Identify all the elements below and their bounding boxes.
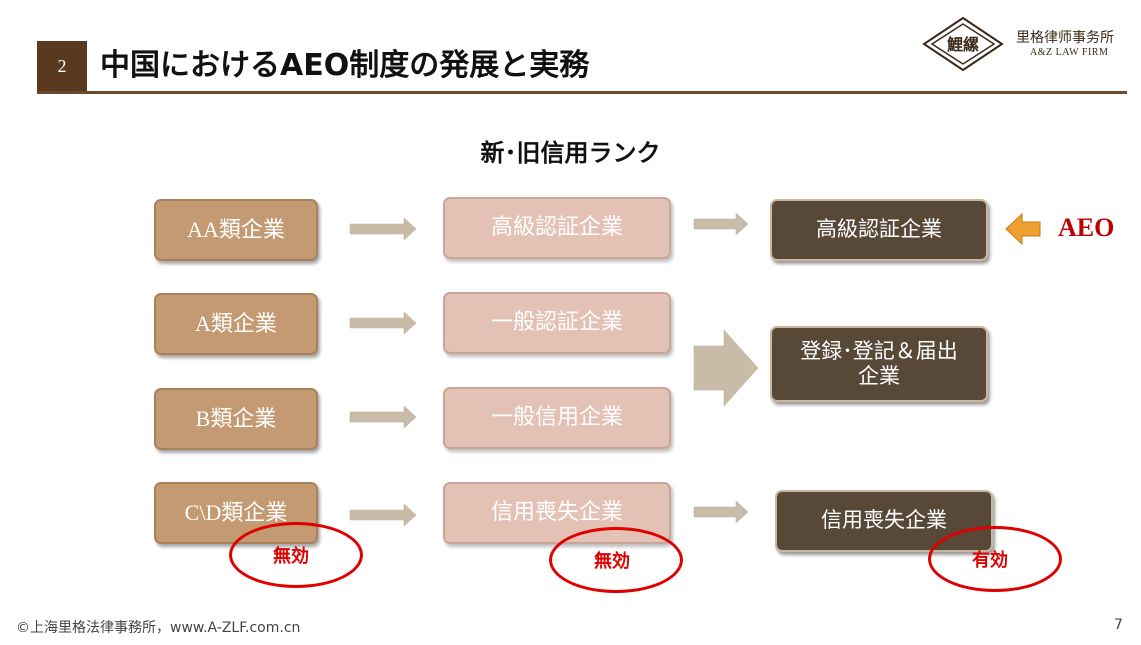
old-rank-a-box: A類企業 [154, 293, 318, 355]
aeo-label: AEO [1058, 213, 1115, 242]
arrow-right-icon [349, 503, 417, 527]
status-ellipse [549, 527, 683, 593]
arrow-right-icon [349, 405, 417, 429]
firm-name-cn: 里格律师事务所 [1016, 31, 1114, 46]
old-rank-aa-box: AA類企業 [154, 199, 318, 261]
new-rank-registered-box: 登録･登記＆届出企業 [770, 326, 988, 402]
firm-name-en: A&Z LAW FIRM [1030, 47, 1109, 58]
page-number: 7 [1114, 617, 1123, 633]
merge-arrow-icon [693, 329, 759, 407]
logo-mark-text: 鯉縲 [947, 35, 979, 54]
mid-rank-advanced-box: 高級認証企業 [443, 197, 671, 259]
aeo-pointer-arrow-icon [1005, 212, 1041, 246]
arrow-right-icon [349, 217, 417, 241]
diagram-subtitle: 新･旧信用ランク [480, 139, 661, 167]
arrow-right-icon [349, 311, 417, 335]
status-ellipse [928, 526, 1062, 592]
new-rank-advanced-box: 高級認証企業 [770, 199, 988, 261]
status-invalid-mid: 無効 [594, 551, 630, 572]
mid-rank-general-cert-box: 一般認証企業 [443, 292, 671, 354]
status-invalid-old: 無効 [273, 546, 309, 567]
title-underline [37, 91, 1127, 94]
arrow-right-icon [693, 500, 749, 524]
firm-logo: 鯉縲 [922, 16, 1004, 72]
mid-rank-general-credit-box: 一般信用企業 [443, 387, 671, 449]
old-rank-b-box: B類企業 [154, 388, 318, 450]
status-ellipse [229, 522, 363, 588]
status-valid-new: 有効 [972, 550, 1008, 571]
section-number: 2 [37, 41, 87, 92]
footer-copyright: ©上海里格法律事務所，www.A-ZLF.com.cn [16, 620, 301, 636]
logo-diamond-icon: 鯉縲 [922, 16, 1004, 72]
slide-title: 中国におけるAEO制度の発展と実務 [100, 48, 590, 83]
arrow-right-icon [693, 212, 749, 236]
